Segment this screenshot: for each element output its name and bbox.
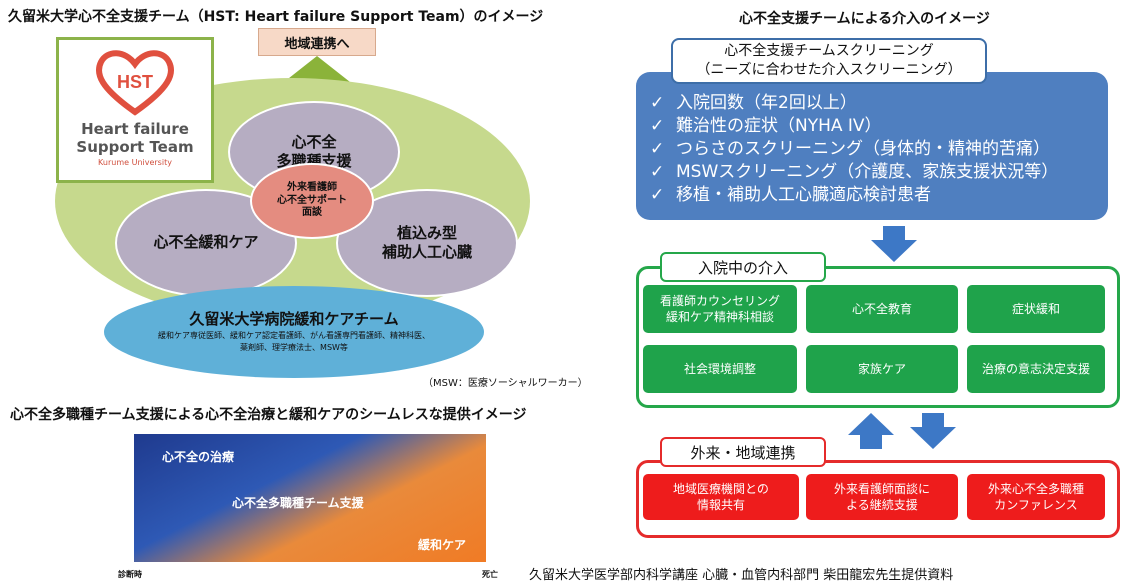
check-icon: ✓ <box>650 93 665 113</box>
palliative-team-members: 緩和ケア専従医師、緩和ケア認定看護師、がん看護専門看護師、精神科医、 薬剤師、理… <box>158 331 430 352</box>
logo-sub: Kurume University <box>98 158 172 167</box>
logo-mark: HST <box>117 72 153 92</box>
check-icon: ✓ <box>650 116 665 136</box>
axis-start-label: 診断時 <box>118 570 142 579</box>
inpatient-cell: 心不全教育 <box>806 285 958 333</box>
inpatient-cell: 看護師カウンセリング 緩和ケア精神科相談 <box>643 285 797 333</box>
inpatient-label: 入院中の介入 <box>660 252 826 282</box>
seamless-gradient <box>134 434 486 562</box>
seamless-title: 心不全多職種チーム支援による心不全治療と緩和ケアのシームレスな提供イメージ <box>10 407 527 423</box>
screening-panel: ✓ 入院回数（年2回以上） ✓ 難治性の症状（NYHA IV） ✓ つらさのスクリーニ… <box>636 72 1108 220</box>
inpatient-cell: 家族ケア <box>806 345 958 393</box>
check-icon: ✓ <box>650 185 665 205</box>
logo-line2: Support Team <box>76 138 194 156</box>
screening-item: ✓ 難治性の症状（NYHA IV） <box>650 111 1108 136</box>
screening-item-text: 移植・補助人工心臓適応検討患者 <box>676 185 931 205</box>
circle-vad: 植込み型 補助人工心臓 <box>336 189 518 297</box>
down-arrow-icon <box>871 226 917 262</box>
nurse-support-center: 外来看護師 心不全サポート 面談 <box>250 163 374 239</box>
screening-item-text: 入院回数（年2回以上） <box>676 93 857 113</box>
screening-item-text: 難治性の症状（NYHA IV） <box>676 116 882 136</box>
check-icon: ✓ <box>650 139 665 159</box>
palliative-team-ellipse <box>104 286 484 378</box>
hst-logo: HST Heart failure Support Team Kurume Un… <box>56 37 214 183</box>
heart-logo-icon: HST <box>95 50 175 116</box>
community-link-label: 地域連携へ <box>258 28 376 56</box>
msw-note: （MSW：医療ソーシャルワーカー） <box>423 378 588 389</box>
right-title: 心不全支援チームによる介入のイメージ <box>739 11 990 27</box>
screening-item: ✓ MSWスクリーニング（介護度、家族支援状況等） <box>650 157 1108 182</box>
treatment-label: 心不全の治療 <box>162 450 235 464</box>
check-icon: ✓ <box>650 162 665 182</box>
screening-item: ✓ 移植・補助人工心臓適応検討患者 <box>650 180 1108 205</box>
outpatient-cell: 地域医療機関との 情報共有 <box>643 474 799 520</box>
screening-item-text: つらさのスクリーニング（身体的・精神的苦痛） <box>676 139 1050 159</box>
inpatient-cell: 治療の意志決定支援 <box>967 345 1105 393</box>
outpatient-label: 外来・地域連携 <box>660 437 826 467</box>
inpatient-cell: 社会環境調整 <box>643 345 797 393</box>
outpatient-cell: 外来看護師面談に よる継続支援 <box>806 474 958 520</box>
up-arrow-icon <box>848 413 894 449</box>
screening-item: ✓ つらさのスクリーニング（身体的・精神的苦痛） <box>650 134 1108 159</box>
outpatient-cell: 外来心不全多職種 カンファレンス <box>967 474 1105 520</box>
palliative-team-title: 久留米大学病院緩和ケアチーム <box>189 310 399 328</box>
axis-end-label: 死亡 <box>482 570 498 579</box>
palliative-label: 緩和ケア <box>418 538 467 552</box>
left-title: 久留米大学心不全支援チーム（HST: Heart failure Support… <box>8 9 544 25</box>
screening-label: 心不全支援チームスクリーニング （ニーズに合わせた介入スクリーニング） <box>671 38 987 84</box>
logo-line1: Heart failure <box>81 120 189 138</box>
inpatient-cell: 症状緩和 <box>967 285 1105 333</box>
screening-item-text: MSWスクリーニング（介護度、家族支援状況等） <box>676 162 1059 182</box>
screening-item: ✓ 入院回数（年2回以上） <box>650 88 1108 113</box>
source-credit: 久留米大学医学部内科学講座 心臓・血管内科部門 柴田龍宏先生提供資料 <box>529 568 954 583</box>
team-support-label: 心不全多職種チーム支援 <box>232 496 364 510</box>
down-arrow-icon <box>910 413 956 449</box>
